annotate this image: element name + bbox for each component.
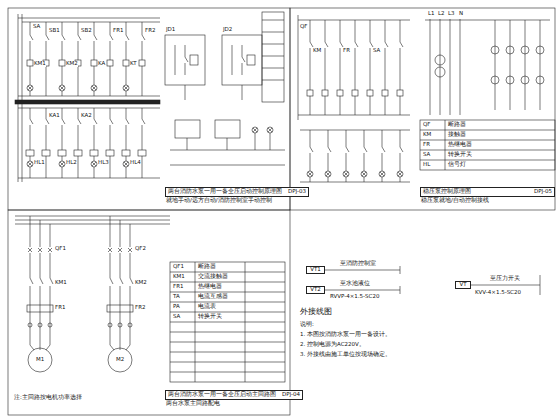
schematic-label: 电流表: [198, 304, 216, 310]
schematic-label: JD1: [166, 27, 175, 33]
schematic-label: HL: [423, 162, 430, 168]
schematic-label: SA: [373, 48, 380, 54]
node-text: VT2: [310, 287, 321, 293]
schematic-label: HL1: [34, 160, 45, 166]
schematic-label: SA: [33, 24, 40, 30]
schematic-label: SA: [423, 152, 430, 158]
node-text: 两台消防水泵一用一备全压启动主回路图: [168, 392, 276, 398]
schematic-label: QF1: [173, 264, 184, 270]
schematic-label: FR2: [145, 28, 155, 34]
schematic-label: QF: [423, 122, 431, 128]
schematic-label: SB2: [81, 28, 92, 34]
schematic-label: SB1: [49, 28, 60, 34]
node-text: 两台消防水泵一用一备全压启动控制原理图: [168, 189, 282, 195]
schematic-label: JD2: [223, 27, 232, 33]
schematic-label: FR: [343, 48, 350, 54]
schematic-label: 1. 本图按消防水泵一用一备设计。: [300, 332, 391, 338]
schematic-label: 热继电器: [448, 142, 472, 148]
schematic-label: FR1: [173, 284, 183, 290]
schematic-label: 两台水泵主回路配电: [166, 401, 220, 407]
schematic-label: HL4: [130, 160, 141, 166]
schematic-label: KM: [313, 48, 321, 54]
schematic-label: M1: [36, 357, 44, 363]
node-text: DPJ-03: [288, 189, 306, 195]
schematic-label: L3: [448, 11, 455, 17]
schematic-label: HL2: [66, 160, 77, 166]
schematic-label: 就地手动/远方自动/消防控制室手动控制: [166, 198, 272, 204]
schematic-label: 至压力开关: [490, 276, 520, 282]
schematic-label: KVV-4×1.5-SC20: [475, 290, 521, 296]
schematic-label: KA1: [49, 113, 60, 119]
schematic-label: 说明:: [300, 322, 314, 328]
terminal-box: VT1: [306, 266, 325, 274]
schematic-label: 外接线图: [300, 308, 332, 316]
schematic-label: 电流互感器: [198, 294, 228, 300]
node-text: DPJ-04: [282, 392, 300, 398]
schematic-label: L1: [428, 11, 435, 17]
schematic-label: QF1: [55, 246, 66, 252]
title-block: 稳压泵控制原理图 DPJ-05: [420, 187, 555, 197]
schematic-label: 3. 外接线由施工单位按现场确定。: [300, 352, 391, 358]
schematic-label: FR: [423, 142, 430, 148]
schematic-label: QF2: [135, 246, 146, 252]
schematic-label: 转换开关: [448, 152, 472, 158]
schematic-label: KM2: [66, 61, 78, 67]
schematic-label: 2. 控制电源为AC220V。: [300, 342, 365, 348]
schematic-label: 稳压泵就地/自动控制接线: [421, 198, 489, 204]
schematic-label: L2: [438, 11, 445, 17]
terminal-box: VT2: [306, 286, 325, 294]
schematic-label: 交流接触器: [198, 274, 228, 280]
schematic-label: 转换开关: [198, 314, 222, 320]
schematic-label: KA2: [81, 113, 92, 119]
schematic-label: SA: [173, 314, 180, 320]
schematic-label: KM1: [173, 274, 185, 280]
schematic-label: 至消防控制室: [340, 261, 376, 267]
schematic-label: 至水池液位: [340, 281, 370, 287]
schematic-label: PA: [173, 304, 180, 310]
node-text: DPJ-05: [534, 189, 552, 195]
schematic-label: 断路器: [448, 122, 466, 128]
title-block: 两台消防水泵一用一备全压启动控制原理图 DPJ-03: [165, 187, 309, 197]
terminal-box: VT: [455, 281, 471, 289]
node-text: VT1: [310, 267, 321, 273]
schematic-label: FR1: [55, 305, 65, 311]
schematic-label: KM: [423, 132, 431, 138]
schematic-label: 热继电器: [198, 284, 222, 290]
schematic-label: FR1: [113, 28, 123, 34]
schematic-label: 断路器: [198, 264, 216, 270]
schematic-label: TA: [173, 294, 180, 300]
schematic-label: HL3: [98, 160, 109, 166]
schematic-label: QF: [300, 24, 308, 30]
node-text: VT: [459, 282, 466, 288]
schematic-label: N: [459, 11, 463, 17]
node-text: 稳压泵控制原理图: [423, 189, 471, 195]
schematic-label: M2: [116, 357, 124, 363]
schematic-label: KM1: [34, 61, 46, 67]
wiring: [8, 8, 555, 415]
schematic-label: 注:主回路按电机功率选择: [14, 395, 82, 401]
schematic-label: 接触器: [448, 132, 466, 138]
schematic-label: KA: [98, 61, 105, 67]
title-block: 两台消防水泵一用一备全压启动主回路图 DPJ-04: [165, 390, 303, 400]
schematic-label: FR2: [135, 305, 145, 311]
schematic-label: KM1: [55, 280, 67, 286]
schematic-label: KT: [130, 61, 137, 67]
schematic-label: KM2: [135, 280, 147, 286]
schematic-label: 信号灯: [448, 162, 466, 168]
schematic-label: RVVP-4×1.5-SC20: [330, 294, 379, 300]
